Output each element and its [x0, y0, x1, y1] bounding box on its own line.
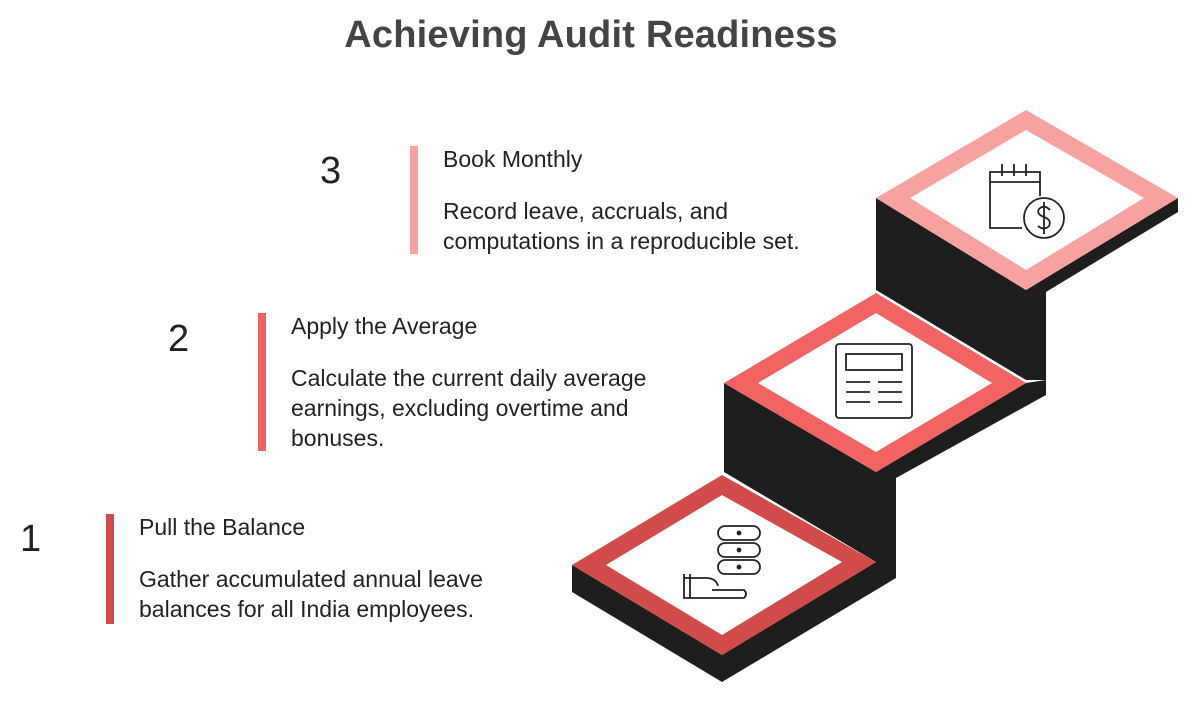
staircase-body — [572, 198, 1178, 682]
document-icon — [835, 343, 913, 419]
step-3-riser — [876, 198, 1026, 380]
step-1-number: 1 — [20, 518, 42, 560]
step-3-side — [1026, 198, 1178, 380]
step-1-top — [572, 475, 876, 655]
calendar-dollar-icon — [989, 164, 1065, 239]
step-2-description: Calculate the current daily average earn… — [291, 365, 647, 451]
step-1-side — [722, 562, 896, 682]
step-2-number: 2 — [168, 318, 190, 360]
step-2-side — [876, 380, 1046, 562]
step-1-riser — [572, 565, 722, 682]
hand-server-icon — [683, 525, 761, 599]
step-2-riser — [724, 383, 876, 562]
page-title: Achieving Audit Readiness — [344, 14, 838, 56]
step-3-top — [876, 110, 1178, 290]
step-3-number: 3 — [320, 150, 342, 192]
step-2-top — [724, 293, 1026, 472]
step-1-description: Gather accumulated annual leave balances… — [139, 566, 483, 622]
step-3-bar — [410, 146, 418, 254]
step-3-heading: Book Monthly — [443, 146, 583, 172]
step-1-heading: Pull the Balance — [139, 514, 306, 540]
step-3-description: Record leave, accruals, and computations… — [443, 198, 800, 254]
step-1-bar — [106, 514, 114, 624]
step-2-bar — [258, 313, 266, 451]
step-2-heading: Apply the Average — [291, 313, 478, 339]
